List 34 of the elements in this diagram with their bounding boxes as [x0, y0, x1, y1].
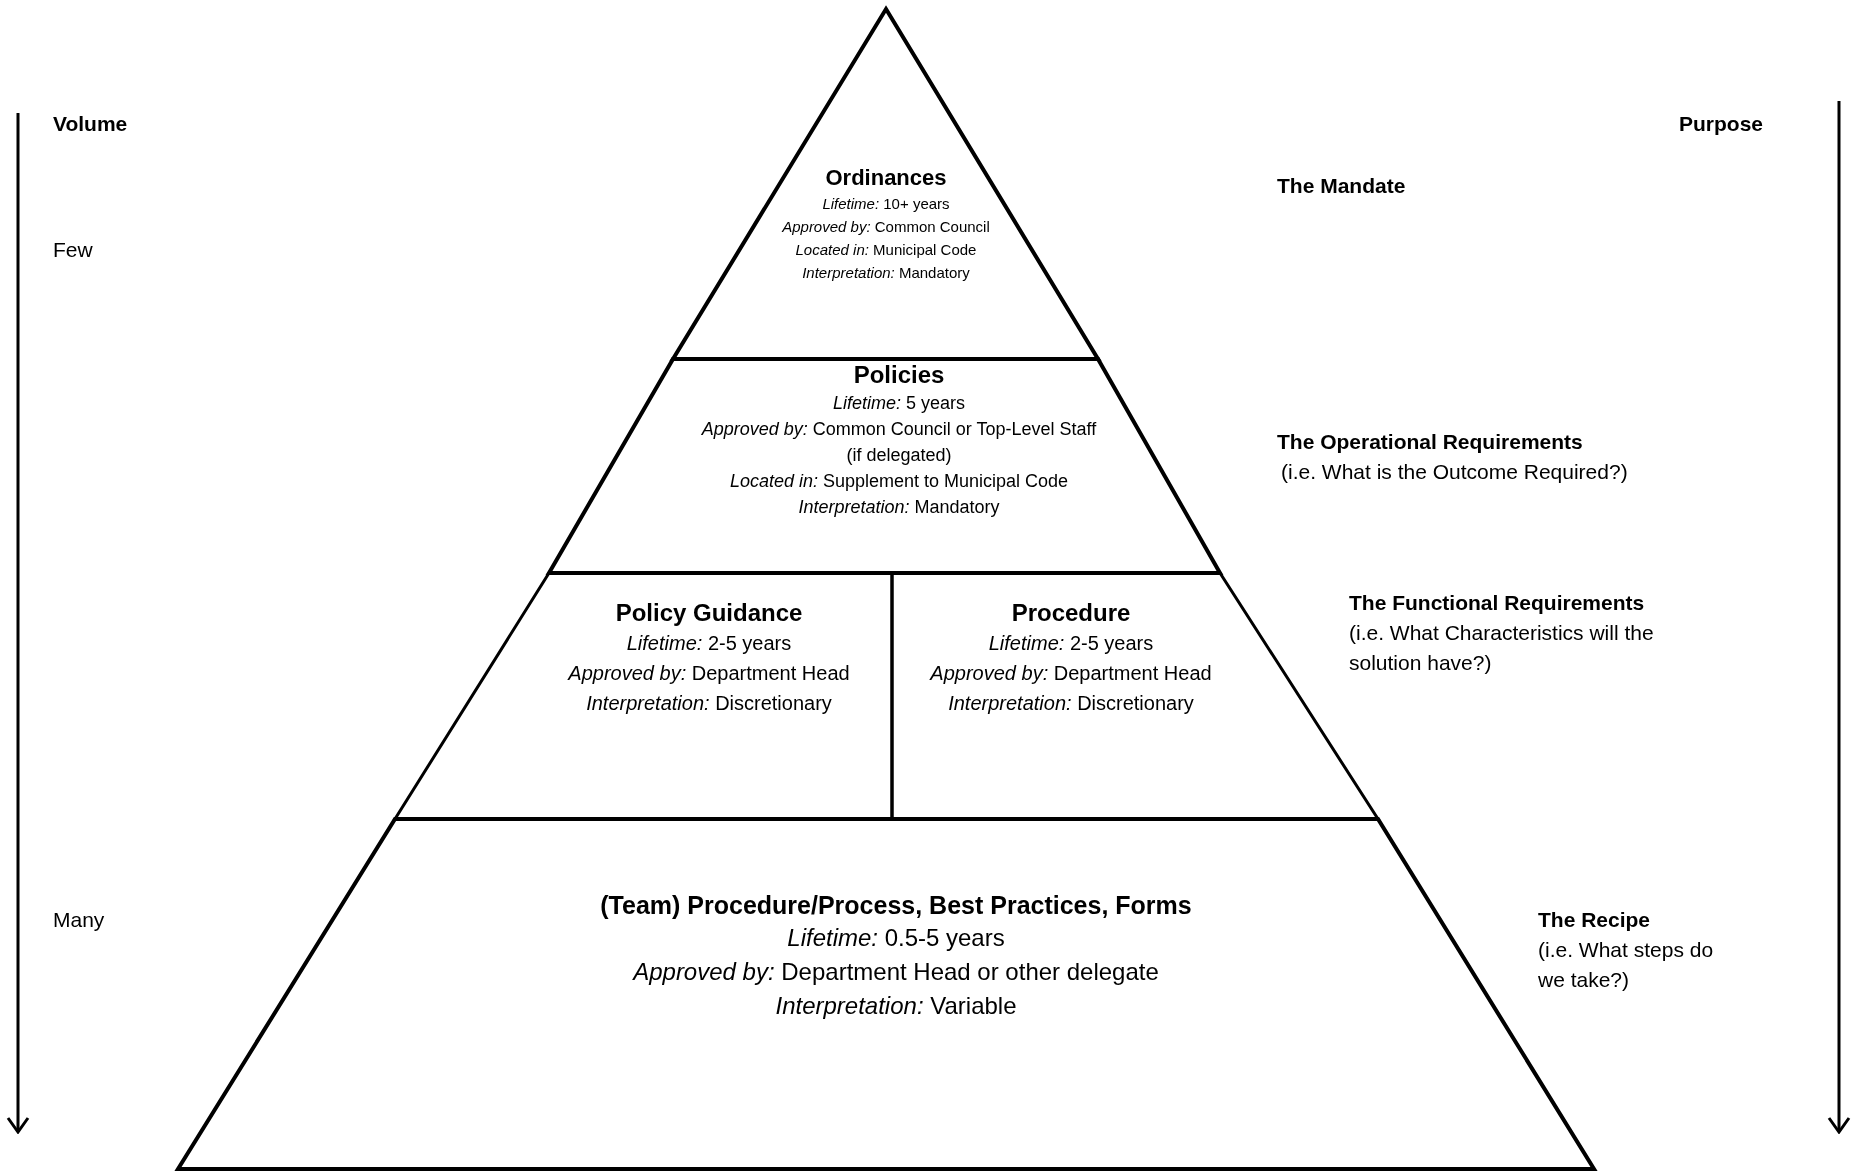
side-heading: The Mandate	[1277, 173, 1406, 199]
side-heading: The Functional Requirements	[1349, 590, 1645, 616]
side-note: Many	[53, 907, 105, 933]
side-note: (i.e. What is the Outcome Required?)	[1281, 459, 1628, 485]
tier-detail: Approved by: Department Head	[930, 661, 1212, 686]
tier-detail: Lifetime: 5 years	[832, 392, 966, 415]
side-heading: Purpose	[1679, 111, 1764, 137]
side-heading: The Operational Requirements	[1277, 429, 1583, 455]
side-note: (i.e. What Characteristics will the solution have?)	[1349, 620, 1655, 676]
side-heading: Volume	[53, 111, 128, 137]
tier-detail: Approved by: Common Council	[782, 216, 990, 237]
tier-detail: Interpretation: Discretionary	[586, 691, 832, 716]
tier-heading: Ordinances	[825, 164, 947, 192]
tier-detail: Lifetime: 0.5-5 years	[787, 923, 1005, 954]
tier-detail: Interpretation: Mandatory	[802, 262, 970, 283]
tier-detail: Approved by: Department Head	[568, 661, 850, 686]
side-heading: The Recipe	[1538, 907, 1651, 933]
tier-detail: Lifetime: 2-5 years	[626, 631, 792, 656]
tier-heading: Policy Guidance	[615, 598, 803, 628]
tier-detail: Interpretation: Discretionary	[948, 691, 1194, 716]
tier-detail: Approved by: Common Council or Top-Level Staff (if delegated)	[700, 418, 1098, 467]
tier-heading: Procedure	[1011, 598, 1131, 628]
side-note: Few	[53, 237, 93, 263]
tier-detail: Approved by: Department Head or other delegate	[633, 957, 1159, 988]
tier-detail: Located in: Supplement to Municipal Code	[729, 470, 1069, 493]
pyramid-tier	[395, 573, 892, 819]
tier-detail: Interpretation: Variable	[775, 991, 1017, 1022]
tier-heading: (Team) Procedure/Process, Best Practices, Forms	[600, 890, 1192, 921]
tier-detail: Interpretation: Mandatory	[798, 496, 1000, 519]
tier-detail: Located in: Municipal Code	[795, 239, 977, 260]
tier-detail: Lifetime: 2-5 years	[988, 631, 1154, 656]
side-note: (i.e. What steps do we take?)	[1538, 937, 1715, 993]
tier-detail: Lifetime: 10+ years	[822, 193, 950, 214]
tier-heading: Policies	[853, 360, 945, 390]
